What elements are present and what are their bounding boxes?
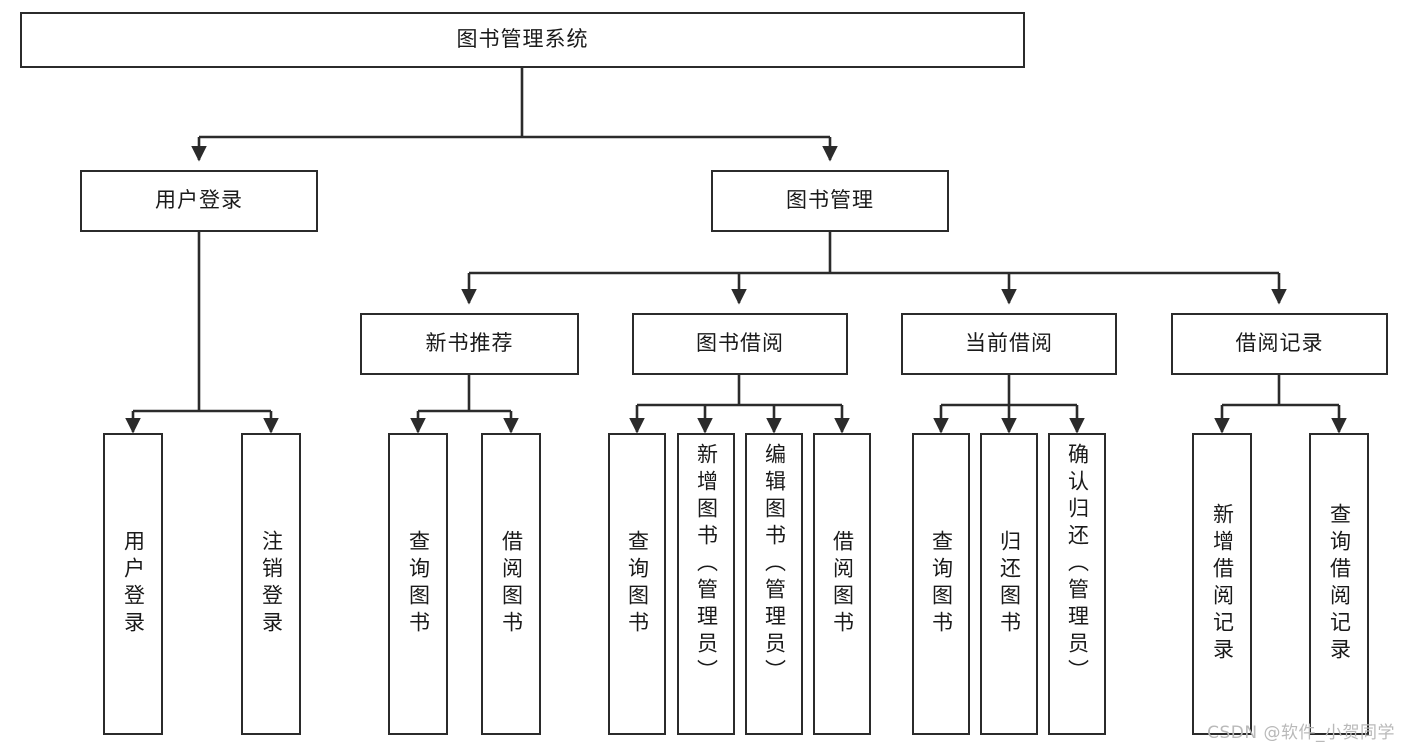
node-label: 图书管理系统 bbox=[456, 27, 589, 52]
node-book-management[interactable]: 图书管理 bbox=[711, 170, 949, 232]
leaf-bookborrow-edit-book-admin[interactable]: 编辑图书（管理员） bbox=[745, 433, 803, 735]
node-label: 新增借阅记录 bbox=[1210, 503, 1235, 665]
leaf-currentborrow-query-book[interactable]: 查询图书 bbox=[912, 433, 970, 735]
node-new-book-recommend[interactable]: 新书推荐 bbox=[360, 313, 579, 375]
leaf-currentborrow-return-book[interactable]: 归还图书 bbox=[980, 433, 1038, 735]
leaf-newbook-borrow-book[interactable]: 借阅图书 bbox=[481, 433, 541, 735]
node-label: 图书借阅 bbox=[696, 331, 784, 356]
node-label: 查询图书 bbox=[929, 530, 954, 638]
node-current-borrow[interactable]: 当前借阅 bbox=[901, 313, 1117, 375]
node-borrow-record[interactable]: 借阅记录 bbox=[1171, 313, 1388, 375]
node-user-login[interactable]: 用户登录 bbox=[80, 170, 318, 232]
leaf-borrowrecord-query-record[interactable]: 查询借阅记录 bbox=[1309, 433, 1369, 735]
leaf-newbook-query-book[interactable]: 查询图书 bbox=[388, 433, 448, 735]
node-label: 查询图书 bbox=[406, 530, 431, 638]
node-label: 归还图书 bbox=[997, 530, 1022, 638]
leaf-user-login[interactable]: 用户登录 bbox=[103, 433, 163, 735]
leaf-bookborrow-query-book[interactable]: 查询图书 bbox=[608, 433, 666, 735]
node-label: 查询借阅记录 bbox=[1327, 503, 1352, 665]
node-root-book-management-system[interactable]: 图书管理系统 bbox=[20, 12, 1025, 68]
node-label: 查询图书 bbox=[625, 530, 650, 638]
leaf-borrowrecord-add-record[interactable]: 新增借阅记录 bbox=[1192, 433, 1252, 735]
node-label: 注销登录 bbox=[259, 530, 284, 638]
node-label: 编辑图书（管理员） bbox=[762, 443, 787, 686]
leaf-currentborrow-confirm-return-admin[interactable]: 确认归还（管理员） bbox=[1048, 433, 1106, 735]
leaf-bookborrow-borrow-book[interactable]: 借阅图书 bbox=[813, 433, 871, 735]
node-label: 新书推荐 bbox=[425, 331, 514, 356]
node-label: 新增图书（管理员） bbox=[694, 443, 719, 686]
node-label: 当前借阅 bbox=[965, 331, 1053, 356]
node-label: 图书管理 bbox=[786, 188, 874, 213]
node-book-borrow[interactable]: 图书借阅 bbox=[632, 313, 848, 375]
leaf-logout-login[interactable]: 注销登录 bbox=[241, 433, 301, 735]
leaf-bookborrow-add-book-admin[interactable]: 新增图书（管理员） bbox=[677, 433, 735, 735]
node-label: 用户登录 bbox=[155, 188, 243, 213]
node-label: 借阅记录 bbox=[1235, 331, 1324, 356]
node-label: 确认归还（管理员） bbox=[1065, 443, 1090, 686]
node-label: 借阅图书 bbox=[499, 530, 524, 638]
node-label: 用户登录 bbox=[121, 530, 146, 638]
node-label: 借阅图书 bbox=[830, 530, 855, 638]
